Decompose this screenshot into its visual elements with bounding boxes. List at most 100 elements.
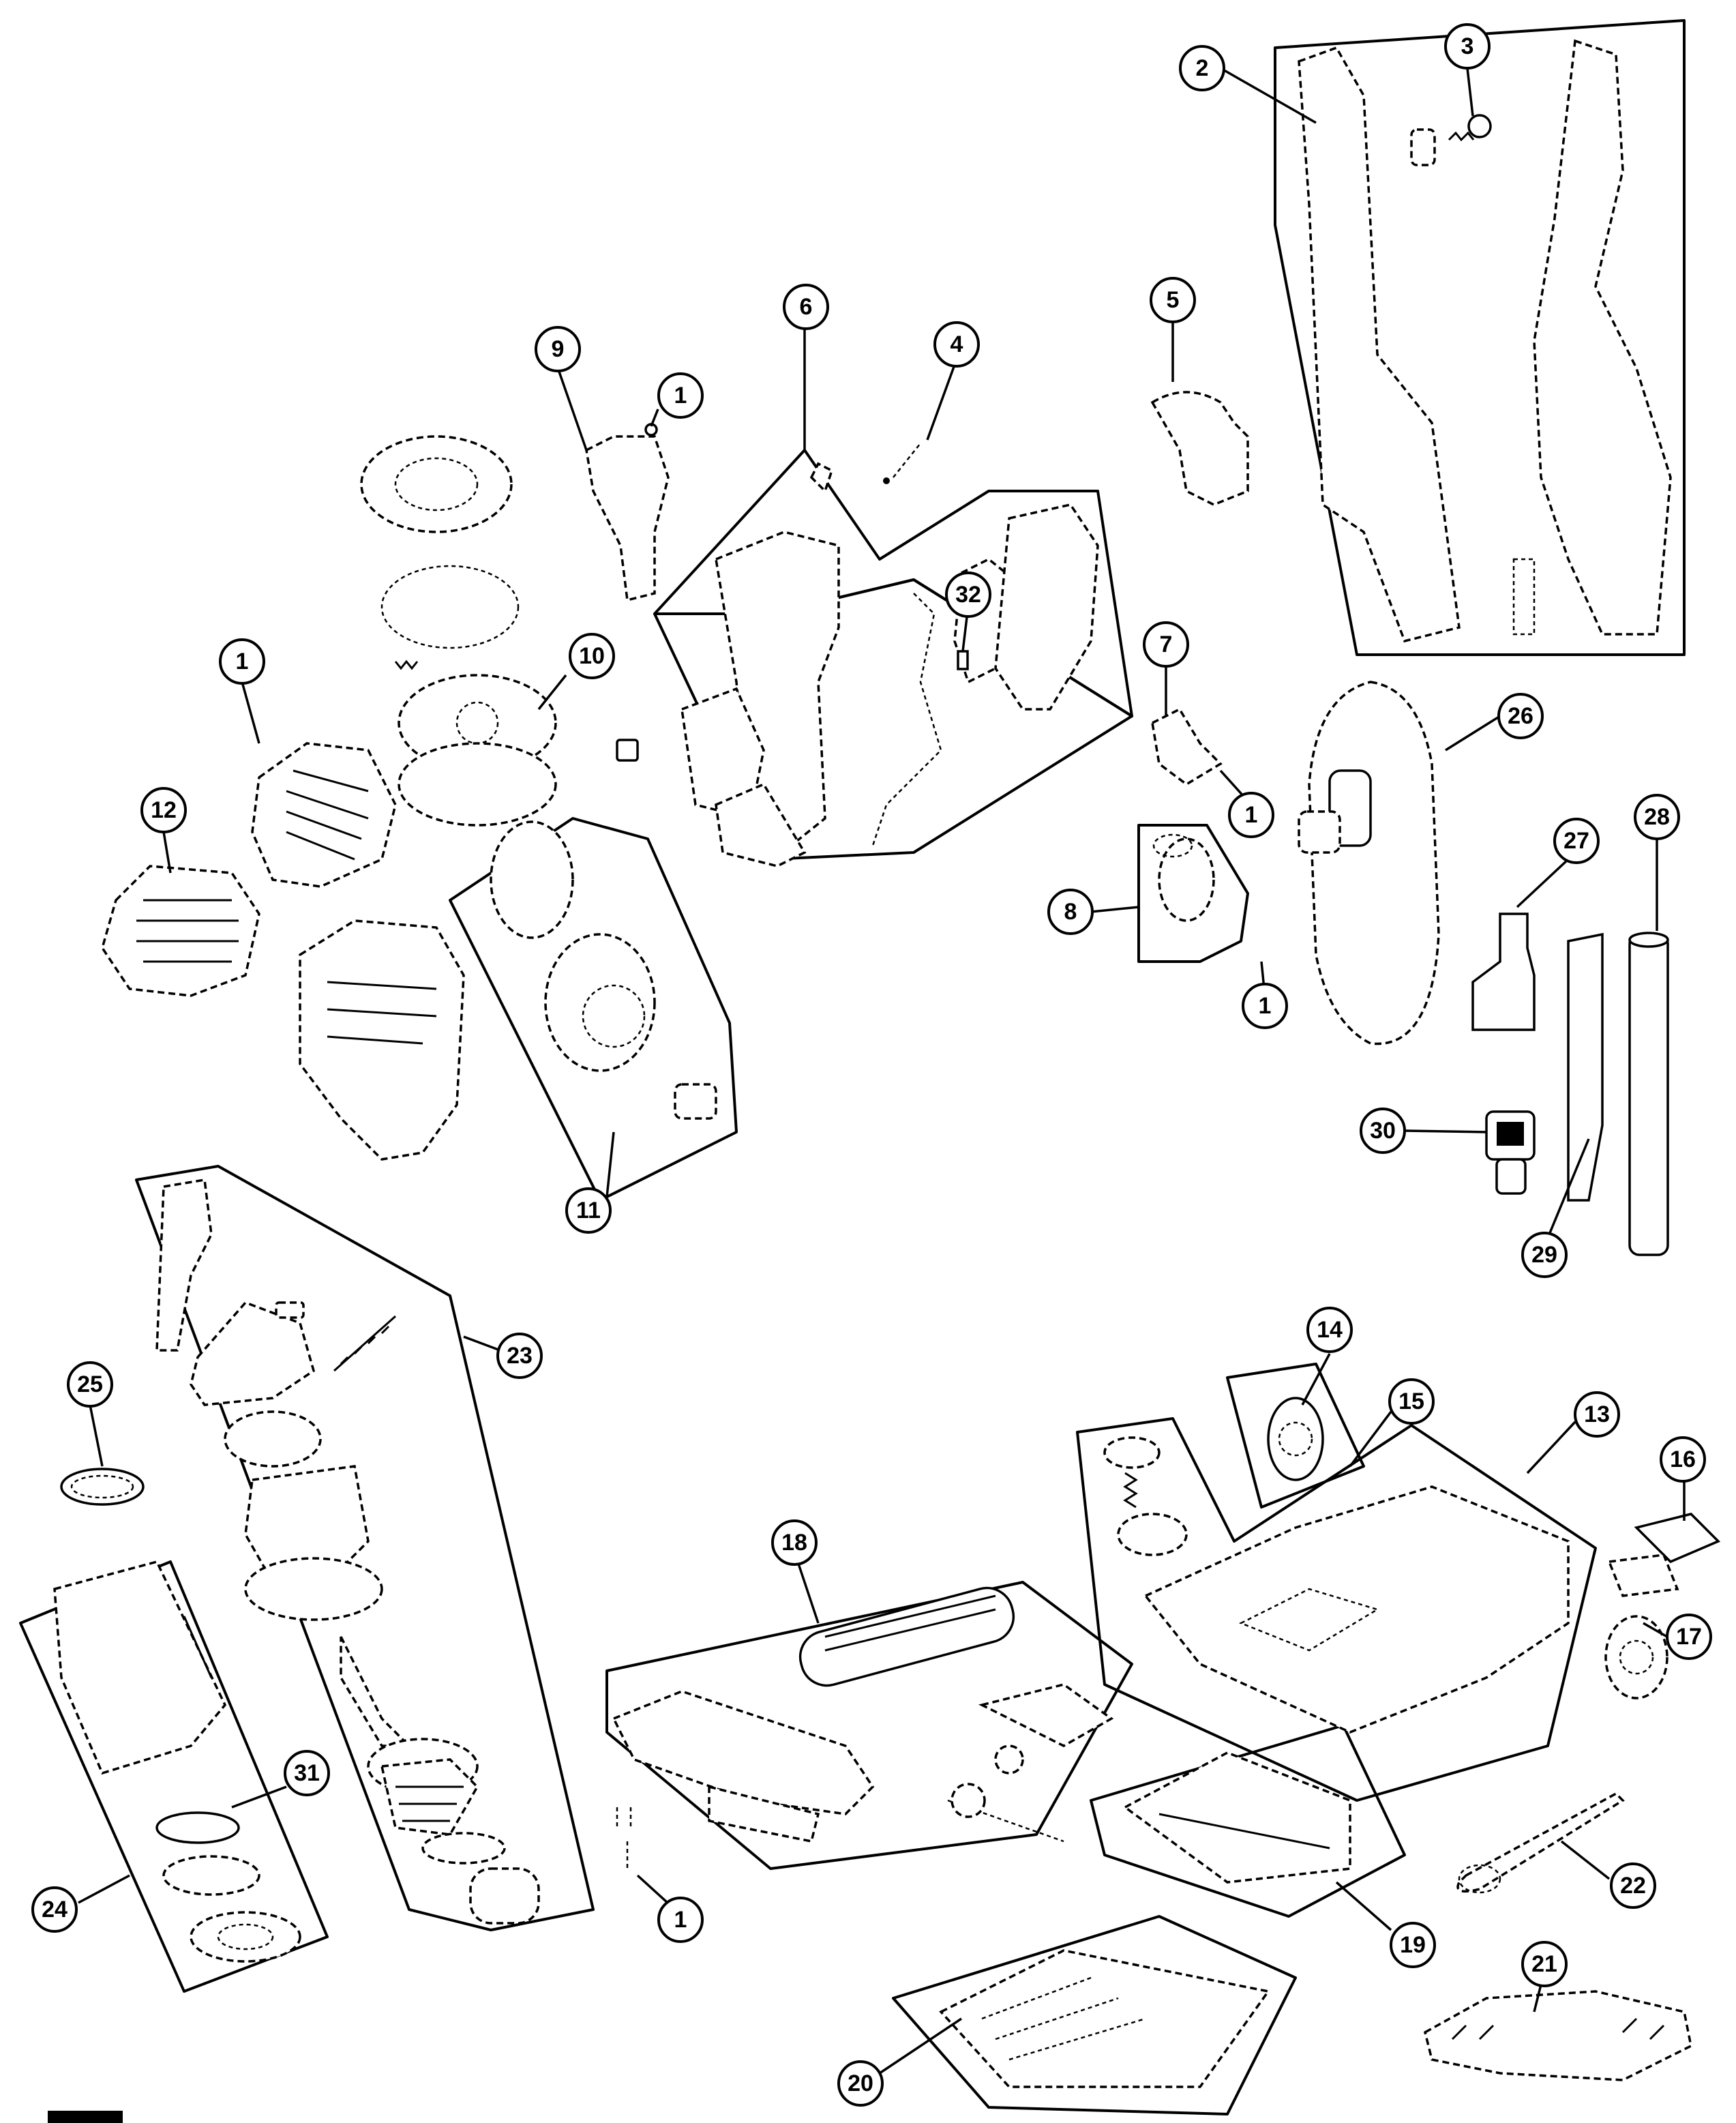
leader-32 (961, 617, 968, 652)
leader-1a (650, 409, 659, 427)
gasket-part (60, 1468, 145, 1506)
handle-screw-part (1512, 558, 1536, 636)
hose-adapter-group-outline (1137, 824, 1249, 963)
callout-label: 8 (1064, 899, 1077, 925)
callout-24: 24 (31, 1886, 78, 1933)
leader-19 (1335, 1881, 1392, 1931)
dirt-cup-top-seal-part (224, 1410, 322, 1468)
hepa-filter-pleats (136, 899, 239, 963)
front-wheel-part (1604, 1615, 1668, 1699)
callout-label: 23 (507, 1343, 533, 1369)
nozzle-bumper-part (708, 1785, 820, 1843)
handle-release-part (585, 435, 670, 602)
rear-wheel-hub (1278, 1421, 1313, 1457)
callout-label: 29 (1531, 1242, 1557, 1268)
hose-connector-part (809, 462, 834, 494)
leader-18 (796, 1561, 820, 1624)
callout-16: 16 (1660, 1436, 1706, 1483)
leader-4 (926, 364, 956, 441)
motor-fan-part (582, 984, 646, 1048)
dirt-cup-rod-part (333, 1315, 396, 1372)
callout-label: 3 (1461, 33, 1474, 59)
callout-label: 14 (1317, 1317, 1343, 1343)
dirt-cup-bottom-part (340, 1636, 413, 1747)
switch-spring-part (1467, 114, 1492, 138)
agitator-pulley-part (994, 1745, 1024, 1775)
callout-label: 22 (1620, 1873, 1646, 1899)
callout-label: 1 (236, 649, 249, 674)
handle-group-outline (1274, 19, 1686, 656)
callout-label: 5 (1167, 287, 1180, 313)
motor-connector-part (674, 1083, 717, 1120)
filter-gasket-part (421, 1832, 506, 1865)
nut-part (893, 443, 921, 478)
callout-label: 4 (951, 331, 963, 357)
dirt-cup-lid-part (190, 1301, 316, 1406)
upholstery-tool-window (1497, 1122, 1524, 1146)
callout-2: 2 (1179, 45, 1225, 91)
parts (48, 39, 1721, 2123)
upper-handle-back-part (1533, 39, 1672, 636)
switch-spring-coil (1448, 131, 1475, 142)
leader-15 (1349, 1410, 1392, 1468)
valve-clip-part (1151, 707, 1223, 786)
callout-15: 15 (1388, 1378, 1435, 1425)
cord-hook-part (1150, 391, 1249, 506)
callout-label: 7 (1160, 632, 1173, 657)
dusting-brush-part (1471, 912, 1536, 1031)
hose-adapter-part (1158, 837, 1215, 922)
leader-12 (162, 831, 172, 874)
callouts: 1 1 1 1 1 2 3 4 5 6 7 8 9 10 11 12 13 14… (31, 23, 1712, 2107)
callout-5: 5 (1150, 277, 1196, 323)
callout-label: 15 (1398, 1389, 1424, 1414)
leader-17 (1643, 1622, 1668, 1638)
leader-30 (1404, 1129, 1487, 1133)
leader-14 (1301, 1353, 1331, 1406)
belt-part (1456, 1792, 1625, 1893)
main-body-rear-part (994, 503, 1099, 711)
pre-motor-filter-pleats (395, 1785, 464, 1822)
callout-1: 1 (657, 372, 704, 419)
motor-housing-part (544, 933, 656, 1072)
callout-label: 11 (576, 1198, 601, 1223)
callout-14: 14 (1306, 1307, 1353, 1353)
bottom-plate-hatch (1158, 1813, 1330, 1850)
main-body-left-panel (680, 687, 765, 820)
callout-25: 25 (67, 1361, 113, 1408)
callout-17: 17 (1666, 1614, 1712, 1660)
callout-12: 12 (140, 787, 187, 833)
gasket-part-inner (70, 1474, 134, 1499)
filter-cartridge-pleats (183, 1616, 213, 1678)
skid-plate-grid (981, 1976, 1146, 2061)
filter-cartridge-part (53, 1560, 227, 1775)
callout-label: 18 (781, 1530, 807, 1556)
skid-plate-part (939, 1949, 1270, 2088)
callout-label: 26 (1508, 703, 1533, 729)
callout-10: 10 (569, 633, 615, 679)
callout-1: 1 (657, 1897, 704, 1943)
brushroll-end-bristles (1451, 2017, 1665, 2040)
callout-29: 29 (1521, 1232, 1568, 1278)
callout-label: 20 (848, 2070, 873, 2096)
callout-1: 1 (1242, 983, 1288, 1029)
callout-label: 27 (1563, 828, 1589, 854)
belt-loop (1458, 1864, 1501, 1894)
callout-label: 1 (674, 1907, 687, 1933)
screw-set-part (616, 1807, 632, 1869)
pedal-cap-part (1117, 1513, 1188, 1556)
nut-dot (883, 477, 890, 484)
cyclone-lid-inner (394, 457, 479, 511)
callout-label: 6 (800, 294, 813, 320)
dirt-cup-ring-part (244, 1557, 383, 1621)
callout-label: 16 (1670, 1446, 1696, 1472)
extension-wand-part (1628, 933, 1669, 1256)
skid-group-outline (892, 1915, 1297, 2115)
nozzle-housing-part (612, 1690, 875, 1815)
callout-22: 22 (1610, 1862, 1656, 1909)
main-body-lower-part (715, 782, 807, 867)
callout-label: 32 (955, 582, 981, 608)
dirt-cup-body-part (244, 1465, 370, 1584)
leader-25 (89, 1404, 104, 1467)
corner-mark (48, 2111, 123, 2123)
base-group-outline (1076, 1417, 1597, 1802)
